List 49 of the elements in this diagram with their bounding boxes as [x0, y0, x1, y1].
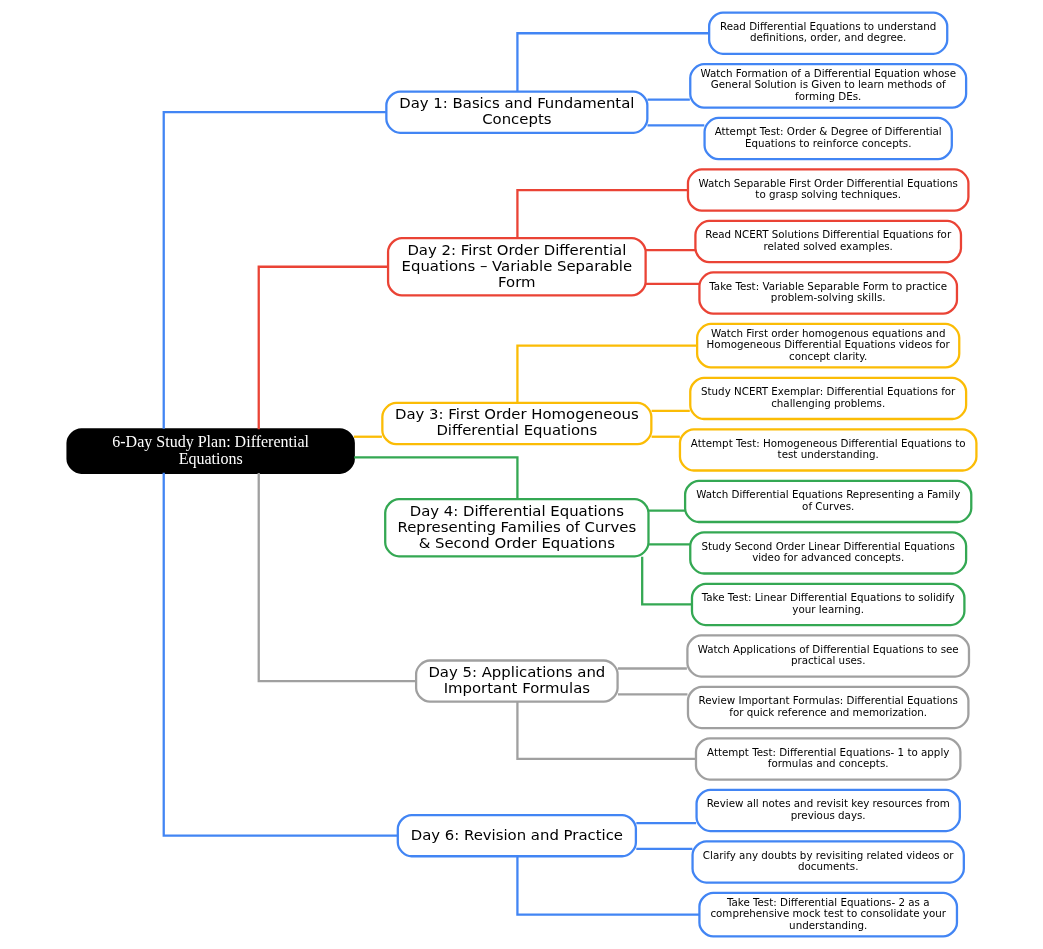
- connector: [257, 473, 416, 683]
- node-box: Watch Formation of a Differential Equation whose General Solution is Given to learn methods of forming DEs.: [688, 63, 967, 109]
- connector: [651, 409, 690, 413]
- connector: [617, 667, 687, 670]
- node-box: Watch Differential Equations Representing a Family of Curves.: [683, 479, 972, 524]
- node-box: Day 5: Applications and Important Formulas: [414, 659, 619, 703]
- connector: [640, 556, 692, 606]
- connector: [353, 456, 519, 500]
- node-box: Take Test: Linear Differential Equations to solidify your learning.: [690, 582, 966, 627]
- node-box: Attempt Test: Order & Degree of Differential Equations to reinforce concepts.: [702, 116, 953, 161]
- connector: [648, 509, 685, 512]
- connector: [647, 124, 704, 127]
- connector: [162, 472, 398, 837]
- node-box: Day 3: First Order Homogeneous Differential Equations: [380, 401, 652, 446]
- connector: [515, 344, 697, 403]
- node-box: Read Differential Equations to understand definitions, order, and degree.: [707, 11, 948, 55]
- node-box: Watch First order homogenous equations and Homogeneous Differential Equations videos for concept clarity.: [695, 322, 960, 369]
- node-box: Day 1: Basics and Fundamental Concepts: [384, 90, 648, 134]
- connector: [651, 435, 680, 438]
- node-box: Study NCERT Exemplar: Differential Equations for challenging problems.: [688, 376, 967, 421]
- connector: [515, 32, 709, 92]
- node-box: Review Important Formulas: Differential Equations for quick reference and memorization.: [686, 685, 970, 730]
- connector: [635, 847, 692, 850]
- node-box: Day 2: First Order Differential Equations – Variable Separable Form: [386, 237, 647, 297]
- node-box: Read NCERT Solutions Differential Equations for related solved examples.: [693, 219, 962, 264]
- connector: [648, 543, 690, 546]
- node-box: Take Test: Differential Equations- 2 as a comprehensive mock test to consolidate your understanding.: [697, 891, 958, 938]
- connector: [647, 98, 690, 101]
- node-box: Day 4: Differential Equations Representing Families of Curves & Second Order Equations: [383, 497, 650, 558]
- node-box: Day 6: Revision and Practice: [396, 813, 637, 858]
- connector: [353, 435, 382, 438]
- node-box: Take Test: Variable Separable Form to practice problem-solving skills.: [697, 271, 958, 315]
- connector: [617, 693, 687, 696]
- connector: [515, 188, 688, 238]
- node-box: Attempt Test: Homogeneous Differential Equations to test understanding.: [678, 428, 978, 472]
- node-box: Study Second Order Linear Differential Equations video for advanced concepts.: [688, 531, 967, 575]
- node-box: Attempt Test: Differential Equations- 1 to apply formulas and concepts.: [694, 737, 962, 781]
- connector: [645, 282, 699, 286]
- connector: [645, 249, 695, 252]
- connector: [635, 821, 696, 825]
- connector: [162, 111, 386, 429]
- node-box: Watch Applications of Differential Equations to see practical uses.: [685, 634, 970, 678]
- connector: [515, 856, 699, 916]
- node-box: Watch Separable First Order Differential Equations to grasp solving techniques.: [686, 168, 970, 212]
- connector: [257, 265, 388, 430]
- node-box: Review all notes and revisit key resources from previous days.: [694, 788, 961, 833]
- connector: [515, 701, 696, 761]
- node-box: Clarify any doubts by revisiting related videos or documents.: [690, 840, 965, 884]
- node-box: 6-Day Study Plan: Differential Equations: [65, 428, 355, 474]
